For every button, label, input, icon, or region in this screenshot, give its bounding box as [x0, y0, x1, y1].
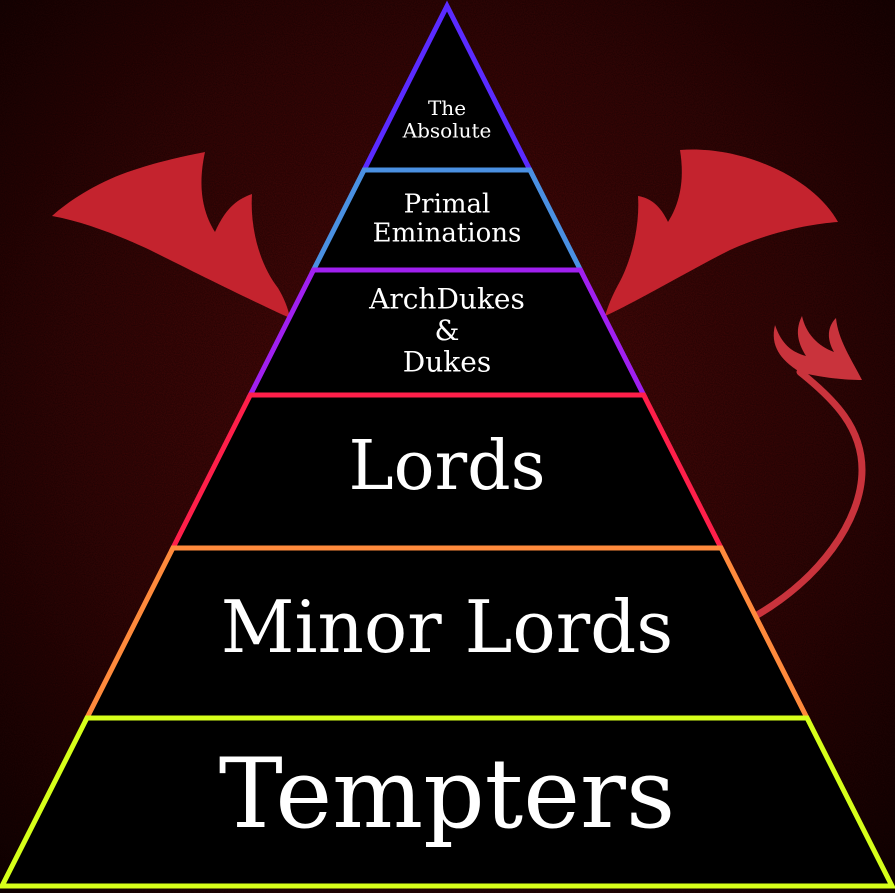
tier-label-the: The [428, 96, 466, 120]
tier-label-minor-lords: Minor Lords [221, 585, 673, 669]
tier-label-primal: Primal [404, 189, 491, 219]
pyramid-labels: TheAbsolutePrimalEminationsArchDukes&Duk… [219, 96, 675, 850]
tier-label-absolute: Absolute [402, 119, 492, 143]
tier-tempters [0, 715, 895, 889]
tier-label-: & [435, 314, 460, 347]
tier-label-archdukes: ArchDukes [368, 283, 525, 316]
tail-icon [748, 368, 866, 622]
tier-label-lords: Lords [348, 427, 545, 506]
tier-label-dukes: Dukes [403, 345, 491, 378]
right-wing-icon [605, 149, 838, 316]
tier-label-tempters: Tempters [219, 738, 675, 850]
left-wing-icon [52, 152, 290, 318]
tier-label-eminations: Eminations [373, 219, 522, 249]
tail-tip-icon [773, 316, 862, 380]
